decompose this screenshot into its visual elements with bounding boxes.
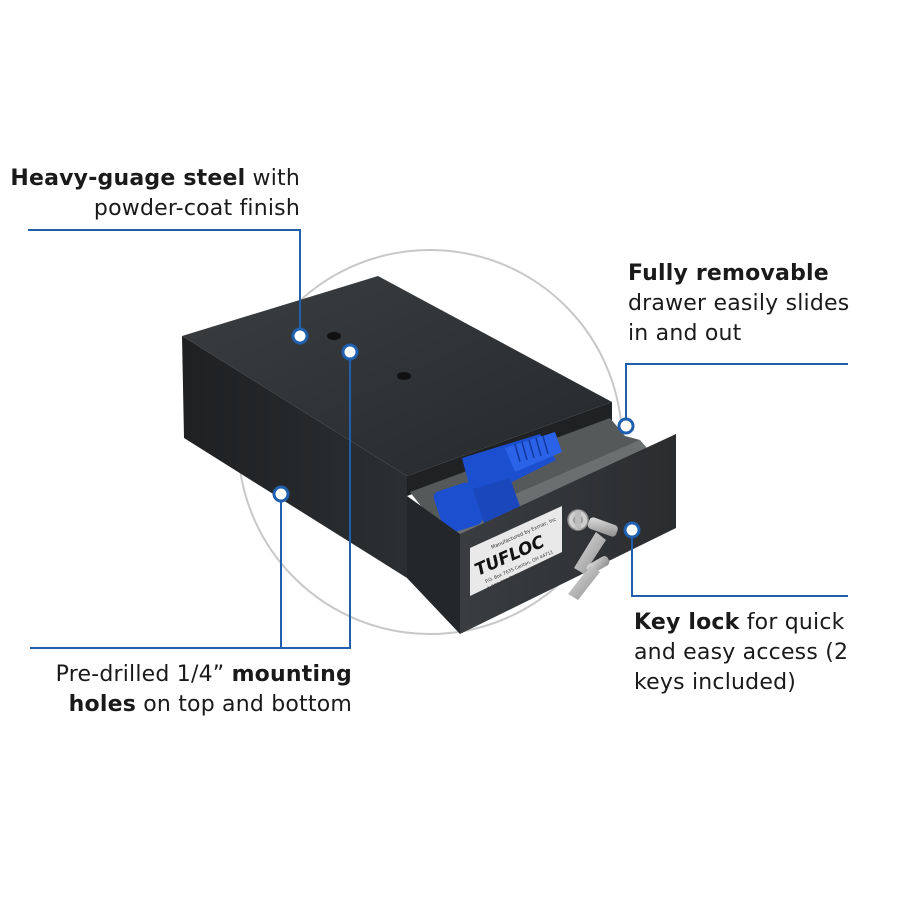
leader-steel (28, 229, 301, 336)
callout-steel-line1: Heavy-guage steel with (0, 164, 300, 194)
drawer-front-face (460, 434, 676, 634)
callout-dots (272, 327, 641, 539)
mounting-hole-2 (397, 372, 411, 380)
dot-steel (291, 327, 309, 345)
callout-drawer-bold: Fully removable (628, 261, 829, 286)
callout-drawer-line3: in and out (628, 321, 742, 346)
callout-holes-bold2: holes (68, 692, 137, 717)
callout-lines (28, 229, 848, 649)
leader-drawer (625, 363, 848, 426)
callout-lock-line2: and easy access (2 (634, 640, 849, 665)
dot-hole-side (272, 485, 290, 503)
dot-hole-top (341, 343, 359, 361)
callout-lock-bold: Key lock (634, 610, 740, 635)
callout-steel-rest: with (245, 166, 300, 191)
callout-lock-line3: keys included) (634, 670, 797, 695)
callout-drawer: Fully removable drawer easily slides in … (628, 259, 888, 349)
callout-drawer-line1: Fully removable (628, 259, 888, 289)
callout-steel-line2: powder-coat finish (93, 196, 300, 221)
drawer-side-edge (407, 496, 460, 634)
callout-lock-line1: Key lock for quick (634, 608, 874, 638)
callout-holes-line1: Pre-drilled 1/4” mounting (0, 660, 352, 690)
dot-drawer (617, 417, 635, 435)
callout-steel: Heavy-guage steel with powder-coat finis… (0, 164, 300, 224)
callout-holes-rest1: Pre-drilled 1/4” (55, 662, 232, 687)
callout-steel-bold: Heavy-guage steel (10, 166, 246, 191)
callout-holes-line2: holes on top and bottom (0, 690, 352, 720)
callout-holes-rest2: on top and bottom (136, 692, 352, 717)
keys-icon (568, 517, 618, 600)
callout-drawer-line2: drawer easily slides (628, 291, 850, 316)
callout-lock: Key lock for quick and easy access (2 ke… (634, 608, 874, 698)
key-lock (567, 509, 589, 531)
leader-holes-a (30, 352, 351, 649)
leader-lock (631, 530, 848, 597)
mounting-hole-1 (327, 332, 341, 340)
dot-lock (623, 521, 641, 539)
callout-lock-rest: for quick (739, 610, 845, 635)
callout-holes: Pre-drilled 1/4” mounting holes on top a… (0, 660, 352, 720)
callout-holes-bold1: mounting (231, 662, 352, 687)
